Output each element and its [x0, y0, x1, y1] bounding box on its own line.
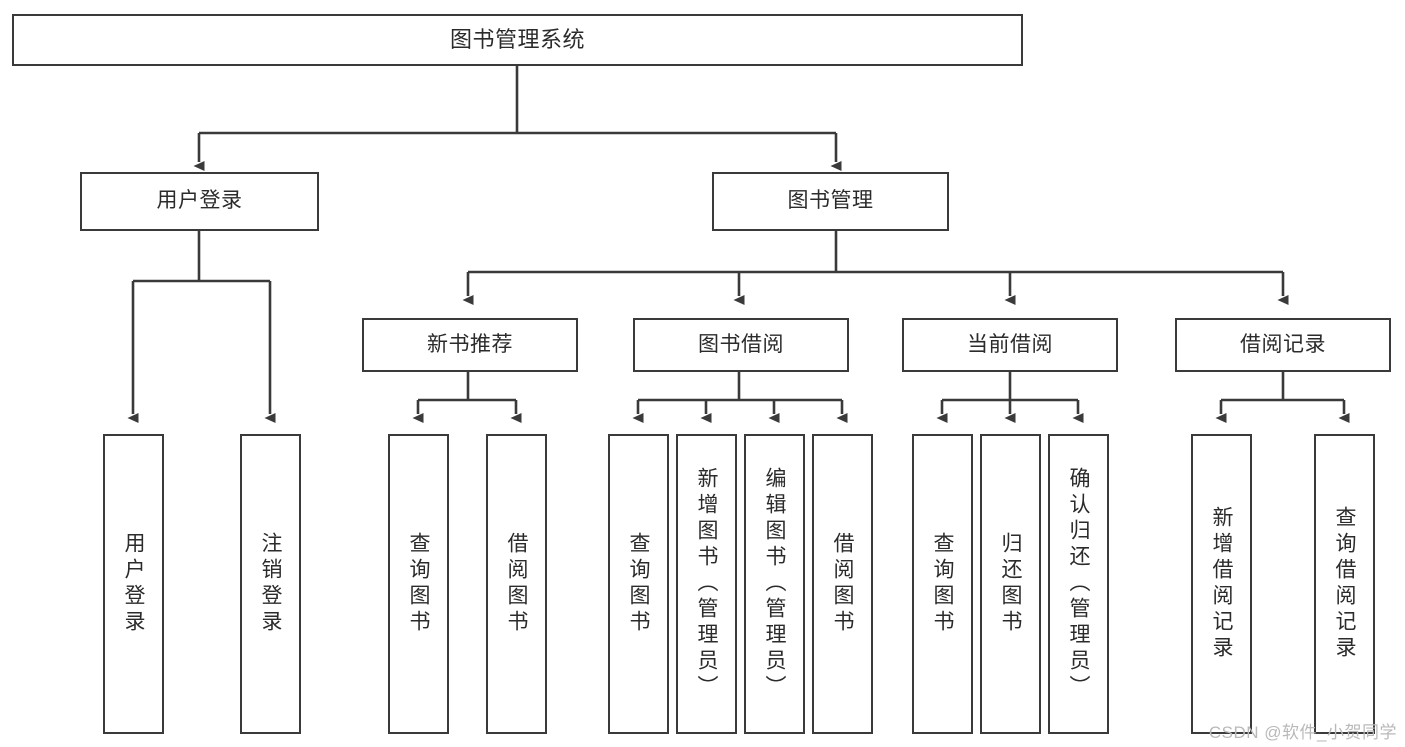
node-label: 新增借阅记录 — [1210, 506, 1233, 662]
node-label: 用户登录 — [122, 532, 145, 636]
node-label: 编辑图书（管理员） — [763, 467, 786, 701]
node-label: 用户登录 — [156, 189, 243, 213]
watermark-text: CSDN @软件_小贺同学 — [1208, 723, 1397, 742]
node-label: 图书管理系统 — [449, 27, 585, 53]
node-label: 当前借阅 — [967, 332, 1053, 356]
node-leaf-query-book-borrow[interactable]: 查询图书 — [608, 434, 669, 734]
node-leaf-query-book-current[interactable]: 查询图书 — [912, 434, 973, 734]
node-label: 新书推荐 — [427, 332, 513, 356]
node-book-borrow[interactable]: 图书借阅 — [633, 318, 849, 372]
node-label: 借阅图书 — [505, 532, 528, 636]
node-leaf-edit-book-admin[interactable]: 编辑图书（管理员） — [744, 434, 805, 734]
node-leaf-add-borrow-record[interactable]: 新增借阅记录 — [1191, 434, 1252, 734]
node-label: 新增图书（管理员） — [695, 467, 718, 701]
node-current-borrow[interactable]: 当前借阅 — [902, 318, 1118, 372]
node-user-login[interactable]: 用户登录 — [80, 172, 319, 231]
node-new-book-recommend[interactable]: 新书推荐 — [362, 318, 578, 372]
node-label: 注销登录 — [259, 532, 282, 636]
node-label: 借阅记录 — [1240, 332, 1326, 356]
node-label: 查询图书 — [407, 532, 430, 636]
node-label: 归还图书 — [999, 532, 1022, 636]
node-label: 确认归还（管理员） — [1067, 467, 1090, 701]
node-label: 查询图书 — [627, 532, 650, 636]
node-leaf-query-borrow-record[interactable]: 查询借阅记录 — [1314, 434, 1375, 734]
node-leaf-user-login[interactable]: 用户登录 — [103, 434, 164, 734]
node-borrow-record[interactable]: 借阅记录 — [1175, 318, 1391, 372]
node-leaf-query-book-recommend[interactable]: 查询图书 — [388, 434, 449, 734]
node-leaf-return-book[interactable]: 归还图书 — [980, 434, 1041, 734]
node-label: 查询借阅记录 — [1333, 506, 1356, 662]
node-label: 图书借阅 — [698, 332, 784, 356]
node-leaf-borrow-book[interactable]: 借阅图书 — [812, 434, 873, 734]
node-root-system[interactable]: 图书管理系统 — [12, 14, 1023, 66]
node-book-management[interactable]: 图书管理 — [712, 172, 949, 231]
node-leaf-logout[interactable]: 注销登录 — [240, 434, 301, 734]
node-leaf-borrow-book-recommend[interactable]: 借阅图书 — [486, 434, 547, 734]
node-leaf-confirm-return-admin[interactable]: 确认归还（管理员） — [1048, 434, 1109, 734]
node-label: 借阅图书 — [831, 532, 854, 636]
node-label: 图书管理 — [787, 189, 874, 213]
node-leaf-add-book-admin[interactable]: 新增图书（管理员） — [676, 434, 737, 734]
node-label: 查询图书 — [931, 532, 954, 636]
